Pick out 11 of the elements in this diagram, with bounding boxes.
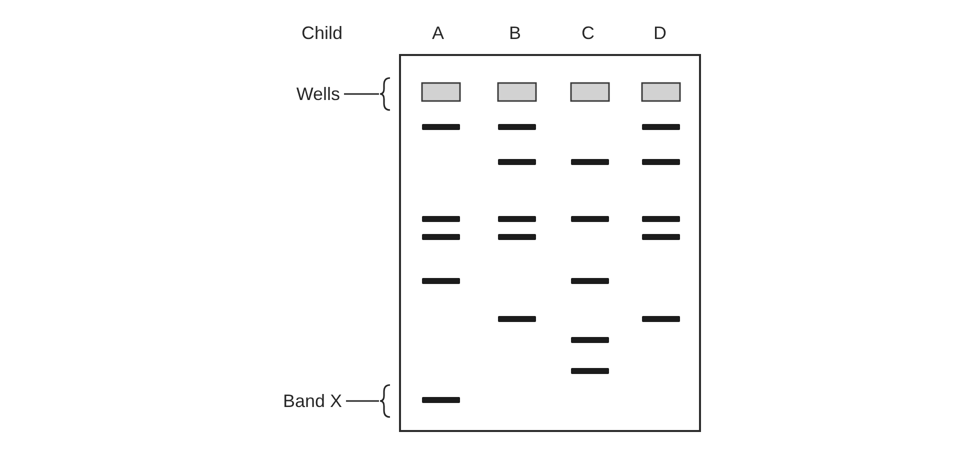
column-heading: Child	[301, 22, 343, 44]
lane-label: A	[432, 22, 444, 44]
lane-label: D	[654, 22, 666, 44]
callout-label: Wells	[296, 83, 340, 105]
brace-symbol	[379, 384, 391, 418]
brace-symbol	[379, 77, 391, 111]
leader-line	[344, 93, 379, 95]
lane-label: C	[582, 22, 594, 44]
leader-line	[346, 400, 379, 402]
lane-label: B	[509, 22, 521, 44]
callout-label: Band X	[282, 390, 342, 412]
